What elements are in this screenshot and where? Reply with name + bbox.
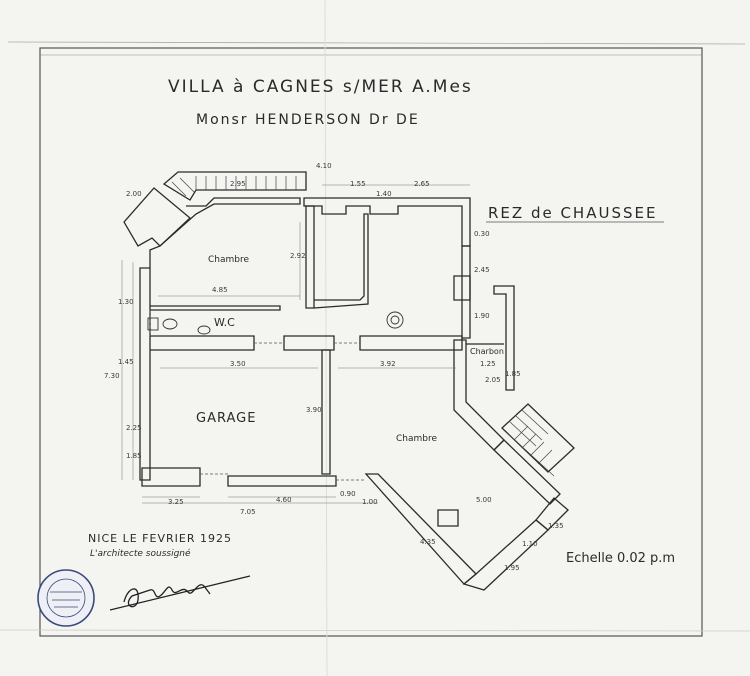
dim-diag-135: 1.35: [548, 522, 564, 530]
exterior-stair: [501, 403, 575, 473]
architect-signature: [109, 575, 251, 611]
dim-left-225: 2.25: [126, 424, 142, 432]
garage-south-wall-right: [227, 475, 337, 487]
dim-bottom-705: 7.05: [240, 508, 256, 516]
dim-right-030: 0.30: [474, 230, 490, 238]
floor-name: REZ de CHAUSSEE: [488, 204, 657, 222]
dim-charbon-height: 2.05: [485, 376, 501, 384]
dim-stair-diag: 2.00: [126, 190, 142, 198]
architect-line: L'architecte soussigné: [90, 548, 191, 559]
east-chimney-block: [453, 275, 471, 301]
stair-outer-wall: [162, 171, 307, 201]
sheet-border: [39, 47, 703, 637]
bay-buttress: [437, 509, 459, 527]
dim-right-245: 2.45: [474, 266, 490, 274]
closet-wall: [313, 213, 369, 309]
fold-line-bottom: [0, 629, 750, 632]
dim-chambre-height: 2.92: [290, 252, 306, 260]
room-label-chambre-top: Chambre: [208, 255, 249, 265]
dim-chambre-width: 4.85: [212, 286, 228, 294]
dim-bottom-100: 1.00: [362, 498, 378, 506]
dim-left-145: 1.45: [118, 358, 134, 366]
dim-stair-width: 2.95: [230, 180, 246, 188]
room-label-garage: GARAGE: [196, 411, 256, 426]
dim-diag-110: 1.10: [522, 540, 538, 548]
dim-diag-435: 4.35: [420, 538, 436, 546]
dim-top-140: 1.40: [376, 190, 392, 198]
architect-stamp: [37, 569, 95, 627]
bay-east-corner: [535, 497, 569, 531]
interior-stair-treads: [171, 176, 297, 197]
openings: [149, 310, 366, 481]
central-column-inner: [390, 315, 400, 325]
garage-south-wall-left: [141, 467, 201, 487]
fixtures: [147, 311, 404, 335]
scale-label: Echelle 0.02 p.m: [566, 551, 675, 566]
fold-line-vertical: [324, 0, 328, 676]
dim-diag-185: 1.85: [505, 370, 521, 378]
dim-diag-500: 5.00: [476, 496, 492, 504]
east-wall-upper: [461, 245, 471, 339]
garage-partition: [321, 349, 331, 475]
dim-left-185: 1.85: [126, 452, 142, 460]
place-date: NICE LE FEVRIER 1925: [88, 532, 232, 545]
central-column: [386, 311, 404, 329]
dim-left-730: 7.30: [104, 372, 120, 380]
dim-top-265: 2.65: [414, 180, 430, 188]
room-label-charbon: Charbon: [470, 347, 504, 356]
dim-top-total: 4.10: [316, 162, 332, 170]
dim-left-130: 1.30: [118, 298, 134, 306]
plan-title: VILLA à CAGNES s/MER A.Mes: [168, 77, 473, 97]
room-label-wc: W.C: [214, 316, 235, 329]
dim-garage-height: 3.90: [306, 406, 322, 414]
dim-bottom-325: 3.25: [168, 498, 184, 506]
room-label-chambre-bottom: Chambre: [396, 434, 437, 444]
chambre-north-wall: [359, 335, 463, 351]
wc-toilet: [162, 318, 178, 330]
dim-chambre2-width: 3.92: [380, 360, 396, 368]
dim-bottom-460: 4.60: [276, 496, 292, 504]
charbon-east-wall: [493, 285, 515, 391]
client-name: Monsr HENDERSON Dr DE: [196, 112, 420, 128]
dimension-lines: [121, 184, 470, 504]
east-diagonal-wall: [493, 439, 561, 505]
north-wall-left: [149, 197, 301, 268]
dim-diag-195: 1.95: [504, 564, 520, 572]
fold-line-top: [7, 41, 746, 45]
west-wall: [139, 267, 151, 481]
dim-right-190: 1.90: [474, 312, 490, 320]
dim-top-155: 1.55: [350, 180, 366, 188]
exterior-stair-treads: [505, 409, 555, 477]
dim-garage-width: 3.50: [230, 360, 246, 368]
corridor-wall-upper: [150, 305, 281, 311]
walls: [123, 171, 575, 591]
dim-bottom-090: 0.90: [340, 490, 356, 498]
wc-bidet: [197, 325, 211, 335]
central-pier: [283, 335, 335, 351]
wc-washbasin: [147, 317, 159, 331]
dim-charbon-width: 1.25: [480, 360, 496, 368]
